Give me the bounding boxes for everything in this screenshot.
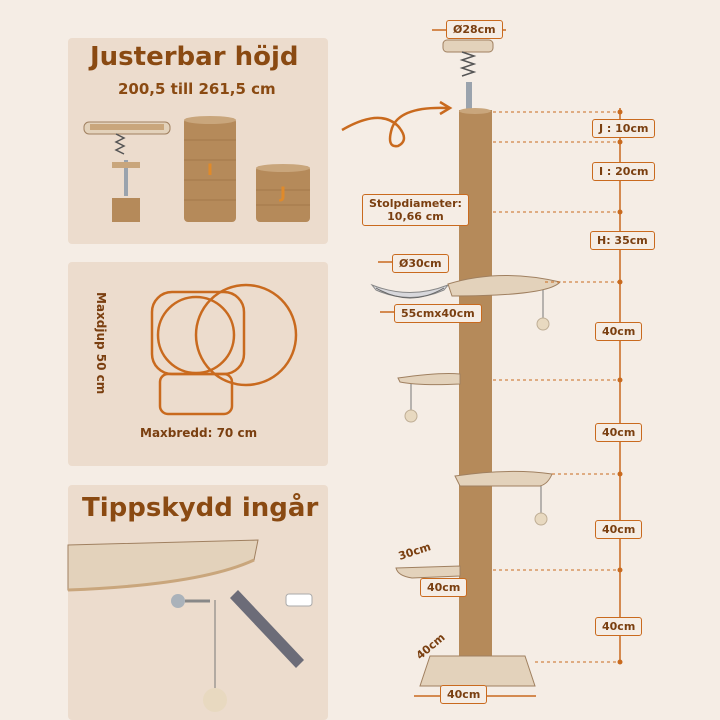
- segment-height-1: 40cm: [595, 322, 643, 341]
- segment-height-3: 40cm: [595, 520, 643, 539]
- top-view-outline: [150, 283, 298, 416]
- height-h: H: 35cm: [590, 231, 655, 250]
- part-j-letter: J: [279, 183, 286, 202]
- basket-diameter: Ø30cm: [392, 254, 449, 273]
- max-width-label: Maxbredd: 70 cm: [140, 426, 258, 440]
- height-range: 200,5 till 261,5 cm: [118, 80, 276, 98]
- post-part-j: [256, 164, 310, 222]
- height-i: I : 20cm: [592, 162, 656, 181]
- post-diameter-value: 10,66 cm: [387, 210, 444, 223]
- arrow-icon: [341, 106, 449, 148]
- top-spring-part: [83, 121, 171, 222]
- part-i-letter: I: [207, 160, 213, 179]
- height-j: J : 10cm: [592, 119, 656, 138]
- post-diameter-label: Stolpdiameter:: [369, 197, 462, 210]
- anti-tip-illustration: [67, 539, 313, 712]
- segment-height-2: 40cm: [595, 423, 643, 442]
- platform-size: 55cmx40cm: [394, 304, 482, 323]
- post-part-i: [184, 116, 236, 222]
- segment-height-4: 40cm: [595, 617, 643, 636]
- post-diameter: Stolpdiameter: 10,66 cm: [362, 194, 469, 226]
- step-depth: 40cm: [420, 578, 468, 597]
- anti-tip-title: Tippskydd ingår: [82, 493, 319, 523]
- adjustable-height-title: Justerbar höjd: [90, 42, 299, 72]
- base-width: 40cm: [440, 685, 488, 704]
- top-diameter: Ø28cm: [446, 20, 503, 39]
